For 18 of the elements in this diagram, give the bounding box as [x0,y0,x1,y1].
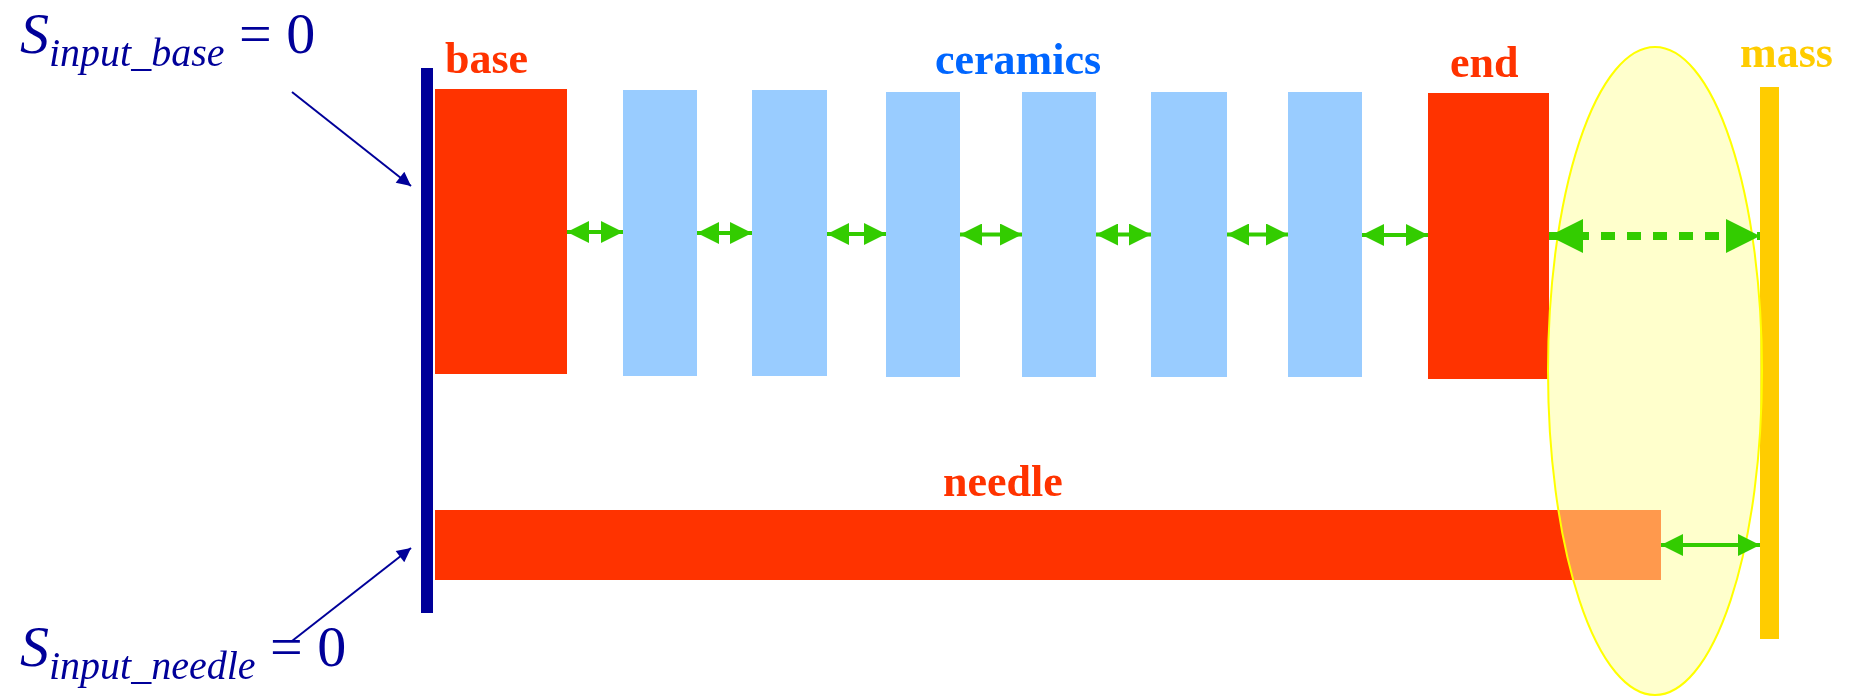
arrow [291,547,412,642]
part-label: mass [1740,31,1833,75]
part-label: end [1450,41,1519,85]
part-label: base [445,37,529,81]
equation-label: S$_{input_needle}$ = 0 [20,618,347,686]
double-arrow [1227,223,1288,246]
double-arrow [1661,534,1760,556]
double-arrow [1096,223,1151,246]
double-arrow [1549,219,1760,253]
double-arrow [1362,224,1428,246]
arrow [291,91,412,187]
double-arrow [827,223,886,245]
group-label: ceramics [935,38,1102,82]
part-label: needle [943,460,1063,504]
equation-label: S$_{input_base}$ = 0 [20,5,316,73]
double-arrow [960,223,1022,246]
double-arrow [567,221,623,243]
double-arrow [697,222,752,244]
